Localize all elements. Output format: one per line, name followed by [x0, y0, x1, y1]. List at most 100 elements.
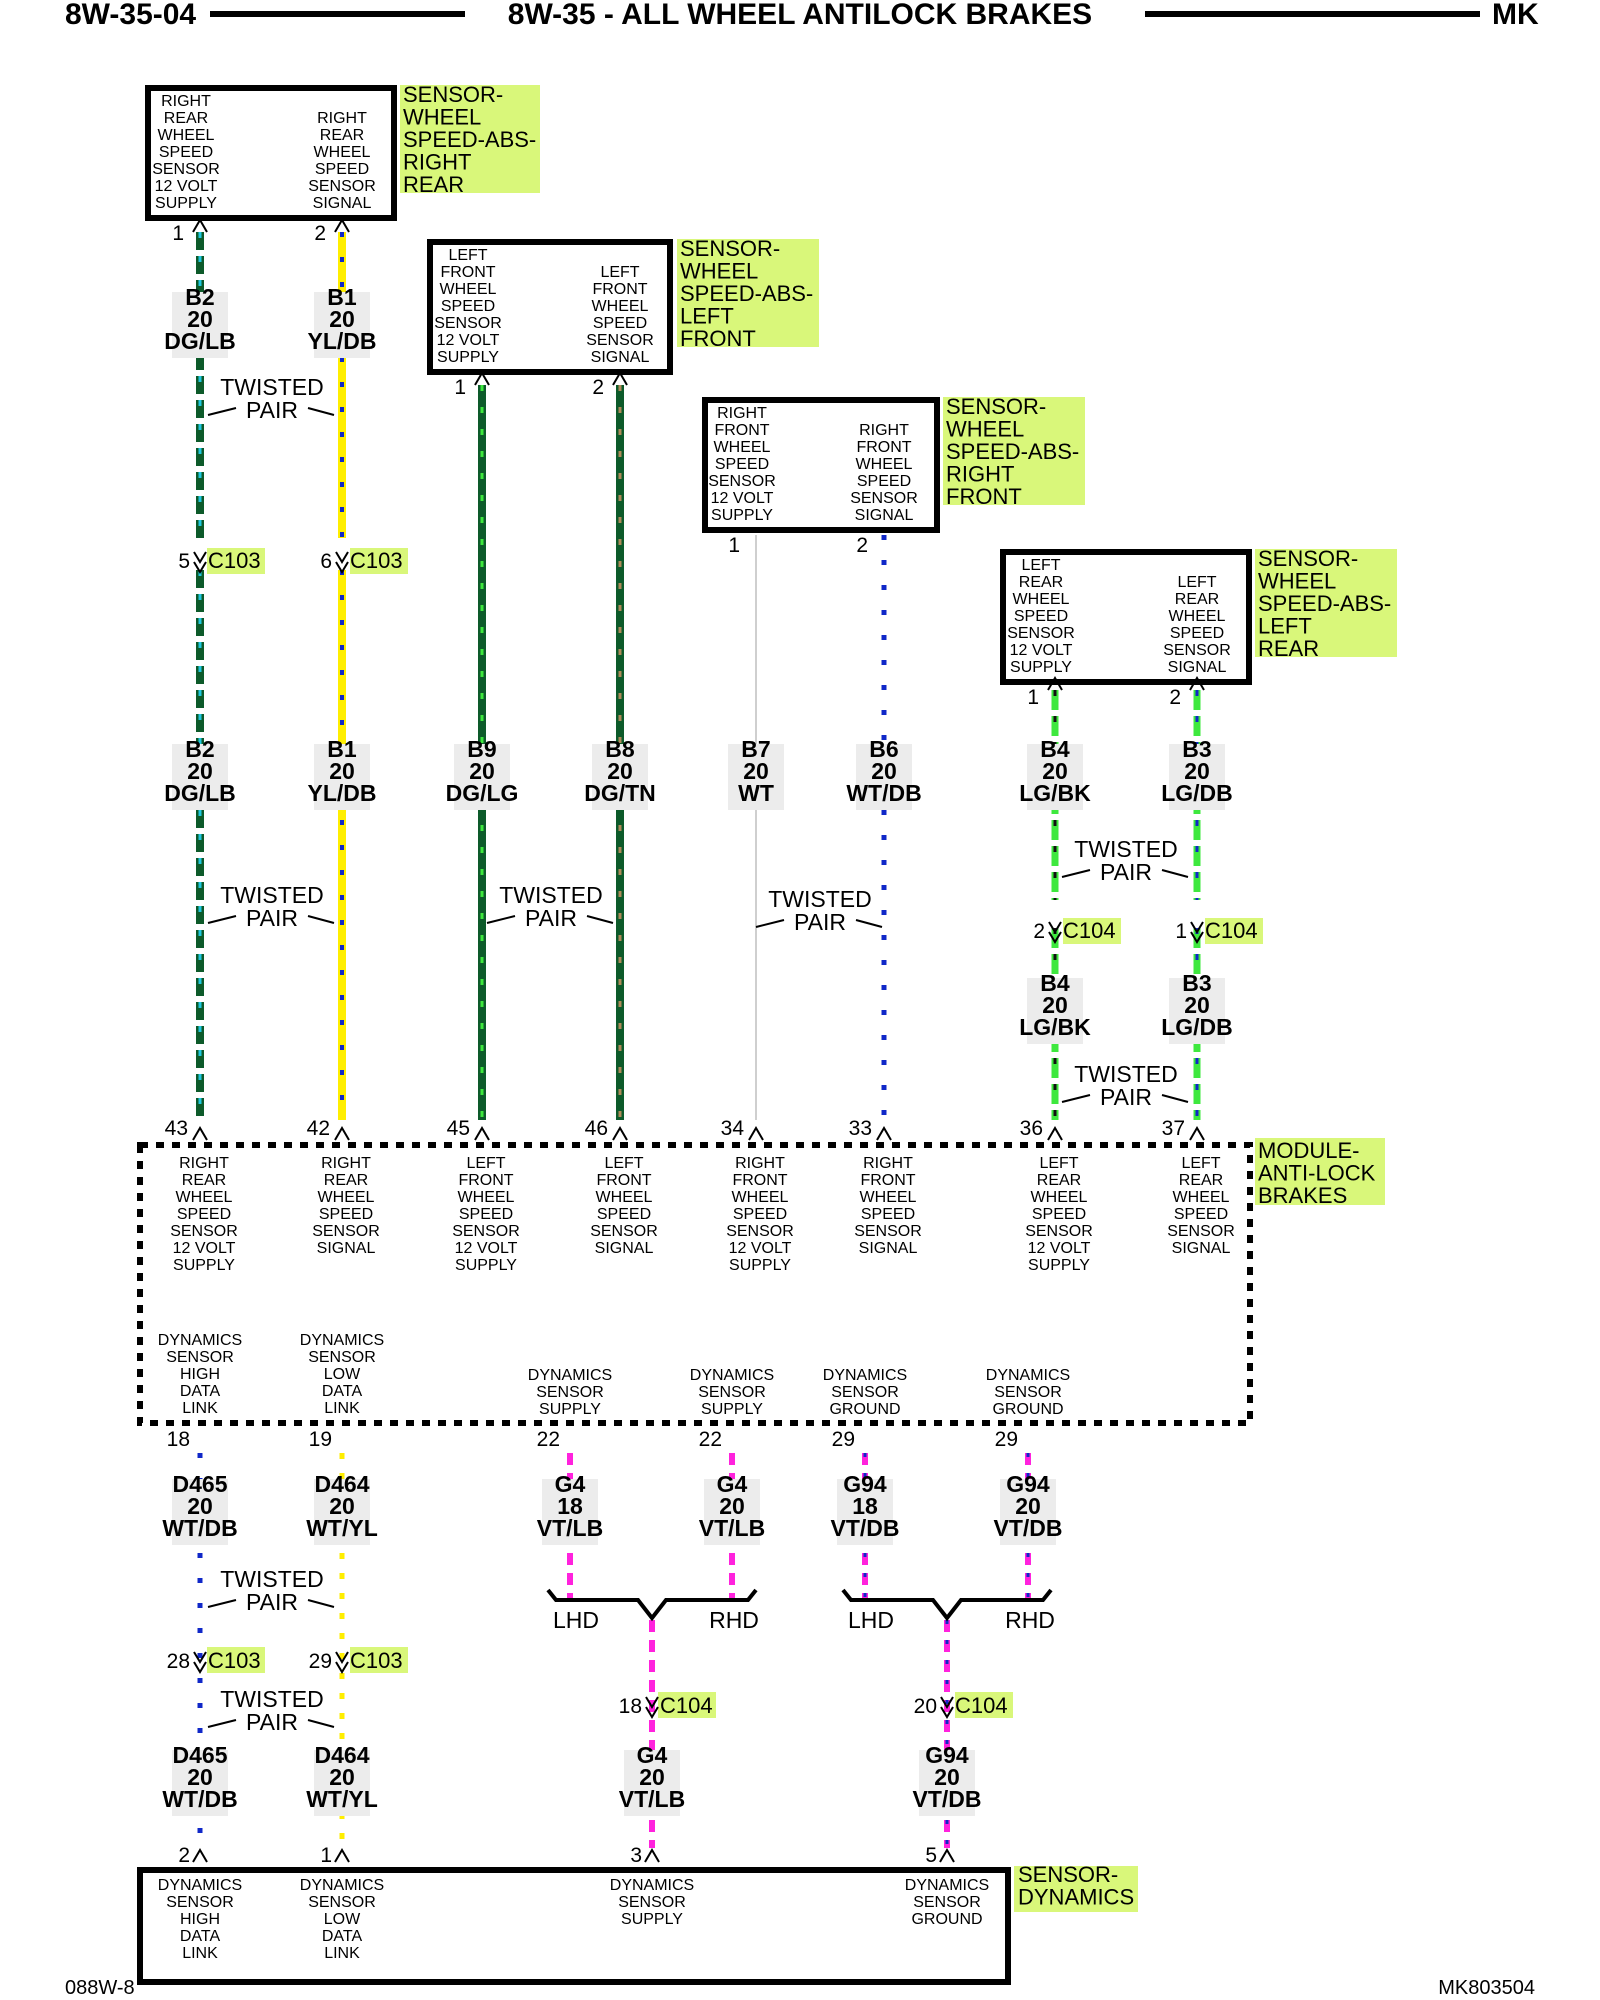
module-top-pin-label: LEFT [1181, 1155, 1220, 1172]
module-top-pin-label: WHEEL [176, 1189, 233, 1206]
footer-left: 088W-8 [65, 1977, 135, 1999]
wire-tag-color: LG/BK [1019, 1014, 1091, 1040]
module-top-pin-number: 34 [721, 1117, 745, 1140]
sensor-lf-pin-label: SIGNAL [591, 349, 650, 366]
twisted-pair-label: PAIR [525, 905, 577, 931]
sensor-lf-pin-label: SENSOR [586, 332, 654, 349]
dyn-sensor-pin-label: LINK [324, 1945, 360, 1962]
sensor-rr-pin-label: REAR [320, 127, 364, 144]
sensor-rf-pin-label: SUPPLY [711, 507, 773, 524]
terminal-mark [1047, 676, 1063, 691]
wire-tag-circuit: D465 [173, 1471, 228, 1497]
wire-tag-circuit: G4 [717, 1471, 748, 1497]
sensor-lr-pin-label: LEFT [1177, 574, 1216, 591]
wire-tag-circuit: B9 [467, 736, 496, 762]
wire-tag-gauge: 20 [1042, 758, 1068, 784]
sensor-lf-pin-number: 1 [454, 376, 466, 399]
sensor-rr-name: REAR [403, 172, 464, 197]
twisted-pair-label: PAIR [794, 909, 846, 935]
wire-tag-circuit: B4 [1040, 970, 1070, 996]
wire-tag-circuit: G4 [637, 1742, 668, 1768]
module-top-pin-number: 42 [307, 1117, 330, 1140]
twisted-pair-arrow [1061, 1094, 1189, 1103]
module-bottom-pin-label: SUPPLY [539, 1401, 601, 1418]
terminal-mark [192, 1126, 208, 1141]
page-footer: 088W-8 MK803504 [65, 1977, 1535, 1999]
dyn-sensor-pin-label: SENSOR [618, 1894, 686, 1911]
terminal-mark [876, 1126, 892, 1141]
terminal-marks [192, 218, 1205, 1863]
connector-symbol [193, 1651, 207, 1674]
wire-tag-gauge: 20 [871, 758, 897, 784]
component-boxes [137, 85, 1253, 1985]
sensor-rr-name: WHEEL [403, 105, 481, 130]
module-top-pin-label: WHEEL [1173, 1189, 1230, 1206]
module-top-pin-label: SENSOR [854, 1223, 922, 1240]
wire-tag-color: LG/DB [1161, 1014, 1233, 1040]
sensor-lr-name: LEFT [1258, 614, 1312, 639]
sensor-rr-pin-label: 12 VOLT [155, 178, 218, 195]
module-top-pin-label: 12 VOLT [1028, 1240, 1091, 1257]
module-top-pin-label: WHEEL [732, 1189, 789, 1206]
dyn-sensor-pin-number: 3 [630, 1844, 642, 1867]
terminal-mark [334, 1848, 350, 1863]
sensor-rr-name: RIGHT [403, 150, 471, 175]
sensor-rf-name: SENSOR- [946, 394, 1046, 419]
connector-symbol [1190, 921, 1204, 944]
dyn-sensor-pin-label: DYNAMICS [905, 1877, 989, 1894]
wire-tag-color: VT/LB [619, 1786, 685, 1812]
twisted-pair-arrow [207, 1719, 335, 1728]
module-bottom-pin-label: SENSOR [994, 1384, 1062, 1401]
terminal-mark [474, 1126, 490, 1141]
module-bottom-pin-label: DYNAMICS [528, 1367, 612, 1384]
wire-tag-circuit: B8 [605, 736, 635, 762]
module-top-pin-label: FRONT [860, 1172, 915, 1189]
connector-name: C103 [350, 548, 403, 573]
sensor-rr-pin-label: WHEEL [158, 127, 215, 144]
connector-pin-number: 1 [1175, 920, 1187, 943]
module-top-pin-label: REAR [324, 1172, 368, 1189]
wire-tag-gauge: 20 [187, 1764, 213, 1790]
twisted-pair-label: PAIR [246, 905, 298, 931]
wire-tag-color: VT/DB [994, 1515, 1063, 1541]
terminal-mark [334, 1126, 350, 1141]
wire-tag-color: VT/DB [831, 1515, 900, 1541]
wire-tag-color: VT/LB [699, 1515, 765, 1541]
module-top-pin-label: SIGNAL [859, 1240, 918, 1257]
module-bottom-pin-label: LOW [324, 1366, 361, 1383]
wire-tag-color: DG/LG [446, 780, 519, 806]
wire-tag-circuit: D465 [173, 1742, 228, 1768]
module-top-pin-label: LEFT [604, 1155, 643, 1172]
sensor-rf-name: RIGHT [946, 462, 1014, 487]
dyn-sensor-pin-number: 2 [178, 1844, 190, 1867]
module-bottom-pin-label: LINK [324, 1400, 360, 1417]
module-top-pin-label: RIGHT [179, 1155, 229, 1172]
twisted-pair-arrow [1061, 869, 1189, 878]
module-top-pin-label: RIGHT [735, 1155, 785, 1172]
module-bottom-pin-label: SENSOR [166, 1349, 234, 1366]
wire-tag-circuit: G94 [1006, 1471, 1050, 1497]
sensor-rf-pin-number: 1 [728, 534, 740, 557]
module-bottom-pin-number: 22 [699, 1428, 722, 1451]
dyn-sensor-pin-number: 1 [320, 1844, 332, 1867]
wire-tag-gauge: 20 [607, 758, 633, 784]
wire-tag-gauge: 20 [1042, 992, 1068, 1018]
dyn-sensor-pin-label: LOW [324, 1911, 361, 1928]
sensor-lf-name: WHEEL [680, 259, 758, 284]
connector-name: C104 [660, 1693, 713, 1718]
twisted-pair-label: PAIR [1100, 859, 1152, 885]
wire-tag-color: VT/LB [537, 1515, 603, 1541]
module-bottom-pin-number: 18 [167, 1428, 190, 1451]
wire-tag-backgrounds [172, 292, 1225, 1816]
module-bottom-pin-label: DYNAMICS [300, 1332, 384, 1349]
module-bottom-pin-label: HIGH [180, 1366, 220, 1383]
twisted-pair-arrow [207, 407, 335, 416]
page-header: 8W-35-04 8W-35 - ALL WHEEL ANTILOCK BRAK… [65, 0, 1539, 31]
sensor-rf-pin-label: SPEED [857, 473, 911, 490]
sensor-lr-pin-label: WHEEL [1169, 608, 1226, 625]
sensor-lr-pin-number: 1 [1027, 686, 1039, 709]
module-bottom-pin-label: DYNAMICS [823, 1367, 907, 1384]
sensor-rf-box [702, 397, 940, 533]
